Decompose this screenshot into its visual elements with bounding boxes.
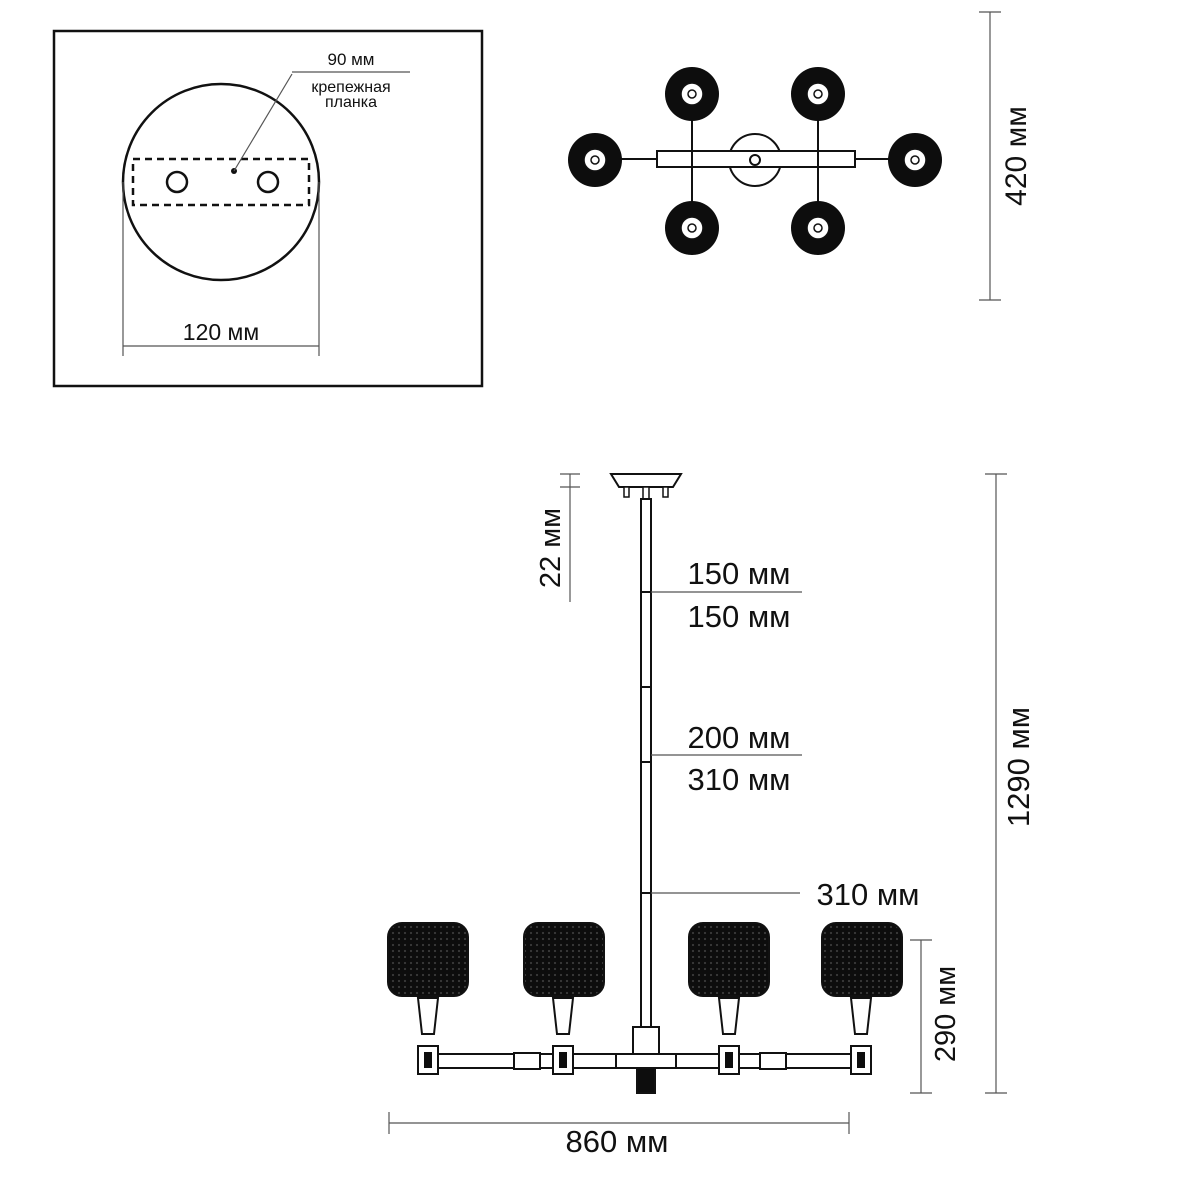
top-shade-5: [665, 201, 719, 255]
plate-hole-left: [165, 170, 189, 194]
rod-segment-2-upper-label: 200 мм: [688, 720, 791, 755]
rod-segment-2-lower-label: 310 мм: [688, 762, 791, 797]
top-shade-6: [791, 201, 845, 255]
total-width-label: 860 мм: [566, 1124, 669, 1159]
shade-height-label: 290 мм: [930, 966, 962, 1062]
suspension-rod: [640, 498, 652, 1030]
front-shade-3: [688, 922, 770, 1075]
top-shade-4: [888, 133, 942, 187]
plate-hole-right: [256, 170, 280, 194]
top-shade-2: [791, 67, 845, 121]
top-shade-3: [568, 133, 622, 187]
rod-segment-3-label: 310 мм: [817, 877, 920, 912]
plate-caption-line2: планка: [325, 94, 377, 111]
front-shade-1: [387, 922, 469, 1075]
arm-center-sleeve: [615, 1053, 677, 1069]
front-shade-2: [523, 922, 605, 1075]
plate-caption-line1: крепежная: [311, 79, 390, 96]
plate-leader-line: [233, 73, 293, 172]
mounting-plate: [131, 157, 311, 207]
canopy-screw-right: [662, 486, 669, 498]
detail-frame: [52, 29, 484, 388]
rod-segment-1-upper-label: 150 мм: [688, 556, 791, 591]
front-canopy: [609, 473, 683, 488]
top-shade-1: [665, 67, 719, 121]
front-view: 22 мм 150 мм 150 мм 200 мм 310 мм 310 мм…: [387, 473, 1036, 1159]
top-width-label: 420 мм: [1000, 106, 1033, 206]
rod-segment-1-lower-label: 150 мм: [688, 599, 791, 634]
center-hub-bottom: [636, 1067, 656, 1094]
canopy-circle: [121, 82, 321, 282]
arm-coupler-right: [759, 1052, 787, 1070]
arm-coupler-left: [513, 1052, 541, 1070]
canopy-diameter-label: 120 мм: [183, 319, 259, 345]
mount-detail-panel: 90 мм крепежная планка 120 мм: [52, 29, 484, 388]
top-view: 420 мм: [568, 11, 1033, 301]
front-shade-4: [821, 922, 903, 1075]
canopy-screw-left: [623, 486, 630, 498]
top-hub: [749, 154, 761, 166]
total-height-label: 1290 мм: [1001, 707, 1036, 827]
center-hub-top: [632, 1026, 660, 1058]
canopy-stem: [642, 486, 650, 500]
canopy-height-label: 22 мм: [535, 508, 567, 588]
plate-width-label: 90 мм: [327, 50, 374, 69]
